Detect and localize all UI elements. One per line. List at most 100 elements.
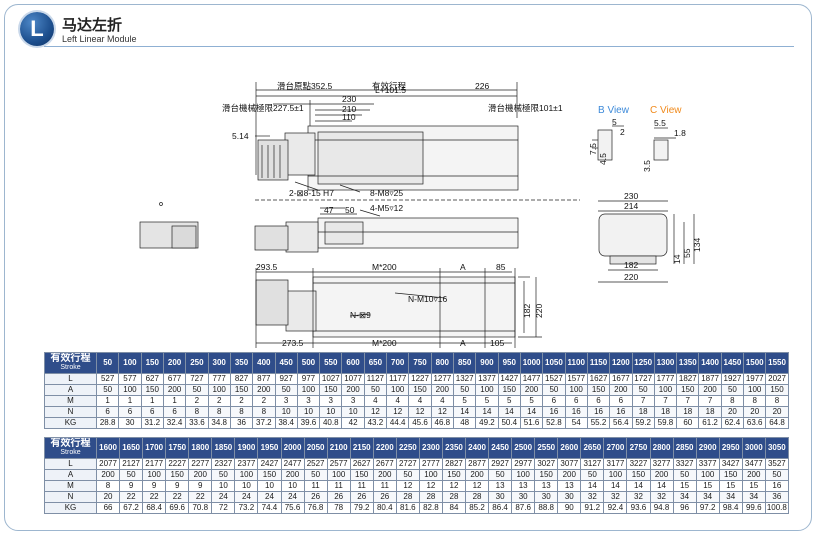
table-cell: 18 (653, 406, 678, 418)
table-cell: 2777 (418, 458, 443, 470)
stroke-column-header: 150 (140, 352, 164, 374)
table-cell: 16 (764, 480, 789, 492)
table-cell: 50 (303, 469, 328, 481)
table-cell: 5 (475, 395, 499, 407)
table-cell: 100 (653, 384, 678, 396)
table-cell: 18 (631, 406, 655, 418)
table-cell: 1827 (676, 373, 700, 385)
table-cell: 150 (718, 469, 743, 481)
table-cell: 2 (252, 395, 276, 407)
table-cell: 16 (542, 406, 566, 418)
table-cell: 6 (542, 395, 566, 407)
table-cell: 20 (95, 491, 121, 503)
table-cell: 777 (207, 373, 231, 385)
table-cell: 3 (341, 395, 365, 407)
table-cell: 13 (557, 480, 582, 492)
table-cell: 50 (395, 469, 420, 481)
table-cell: 3277 (649, 458, 674, 470)
table-cell: 34 (695, 491, 720, 503)
table-cell: 2027 (765, 373, 789, 385)
table-cell: 8 (720, 395, 745, 407)
stroke-column-header: 2650 (580, 437, 605, 459)
table-cell: 44.4 (386, 417, 410, 429)
table-cell: 6 (162, 406, 187, 418)
table-cell: 1077 (341, 373, 365, 385)
table-cell: 32 (580, 491, 605, 503)
stroke-column-header: 2550 (534, 437, 559, 459)
table-cell: 6 (609, 395, 633, 407)
table-cell: 26 (349, 491, 374, 503)
table-cell: 14 (475, 406, 499, 418)
stroke-column-header: 2350 (441, 437, 467, 459)
table-cell: 88.8 (534, 502, 559, 514)
stroke-column-header: 350 (229, 352, 254, 374)
table-cell: 97.2 (695, 502, 720, 514)
table-cell: 150 (497, 384, 521, 396)
stroke-column-header: 2150 (349, 437, 374, 459)
table-cell: 50 (580, 469, 605, 481)
dim-220-vert: 220 (534, 304, 544, 318)
table-cell: 14 (497, 406, 521, 418)
stroke-column-header: 2050 (303, 437, 328, 459)
technical-drawing: L+101.5 滑台原點352.5 有效行程 226 230 210 110 滑… (139, 81, 702, 348)
table-cell: 150 (534, 469, 559, 481)
dim-105: 105 (490, 338, 504, 348)
table-cell: 14 (649, 480, 674, 492)
table-cell: 31.2 (140, 417, 164, 429)
table-cell: 50 (672, 469, 697, 481)
table-cell: 49.2 (475, 417, 499, 429)
dim-226: 226 (475, 81, 489, 91)
table-cell: 9 (165, 480, 190, 492)
table-cell: 1477 (519, 373, 544, 385)
table-cell: 1 (162, 395, 187, 407)
table-cell: 150 (626, 469, 651, 481)
table-cell: 12 (418, 480, 443, 492)
table-cell: 81.6 (395, 502, 420, 514)
table-cell: 1677 (609, 373, 633, 385)
table-cell: 1 (140, 395, 164, 407)
table-cell: 3227 (626, 458, 651, 470)
table-cell: 3477 (741, 458, 766, 470)
dim-50: 50 (345, 205, 355, 215)
table-cell: 16 (609, 406, 633, 418)
stroke-column-header: 2750 (626, 437, 651, 459)
table-cell: 150 (676, 384, 700, 396)
stroke-column-header: 1050 (542, 352, 566, 374)
table-cell: 96 (672, 502, 697, 514)
stroke-column-header: 600 (341, 352, 365, 374)
dim-210: 210 (342, 104, 356, 114)
table-cell: 3327 (672, 458, 697, 470)
table-cell: 677 (162, 373, 187, 385)
table-cell: 2277 (188, 458, 213, 470)
stroke-column-header: 3050 (764, 437, 789, 459)
table-cell: 1177 (386, 373, 410, 385)
dim-2935: 293.5 (256, 262, 278, 272)
table-cell: 2427 (257, 458, 282, 470)
table-cell: 1777 (653, 373, 678, 385)
table-cell: 24 (211, 491, 236, 503)
stroke-column-header: 50 (95, 352, 120, 374)
note-m8-holes: 8-M8▿25 (370, 188, 403, 198)
b-dim-5: 5 (612, 117, 617, 127)
table-cell: 2327 (211, 458, 236, 470)
table-cell: 100 (234, 469, 259, 481)
dim-2735: 273.5 (282, 338, 304, 348)
row-label: L (44, 458, 97, 470)
dim-47: 47 (324, 205, 334, 215)
end-dim-214: 214 (624, 201, 638, 211)
table-cell: 7 (698, 395, 722, 407)
table-cell: 9 (142, 480, 167, 492)
stroke-header-en: Stroke (60, 449, 81, 456)
table-cell: 50 (488, 469, 513, 481)
table-cell: 34 (672, 491, 697, 503)
table-cell: 50 (631, 384, 655, 396)
table-cell: 200 (698, 384, 722, 396)
table-cell: 28 (418, 491, 443, 503)
stroke-column-header: 1650 (119, 437, 144, 459)
table-cell: 3027 (534, 458, 559, 470)
table-cell: 14 (580, 480, 605, 492)
table-cell: 50 (363, 384, 388, 396)
page-subtitle: Left Linear Module (62, 34, 137, 44)
